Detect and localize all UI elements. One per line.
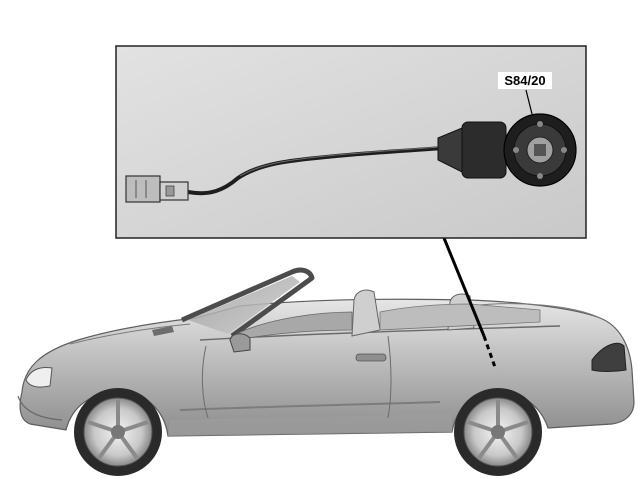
car-hood-line bbox=[69, 323, 191, 345]
car-sill bbox=[168, 414, 452, 436]
component-label: S84/20 bbox=[504, 73, 545, 88]
tail-light bbox=[591, 342, 627, 372]
interior-dash bbox=[235, 311, 353, 341]
interior-cabin bbox=[379, 303, 541, 331]
front-seat bbox=[351, 289, 381, 337]
rear-wheel bbox=[454, 388, 542, 476]
label-pointer bbox=[525, 89, 533, 115]
windshield-frame bbox=[181, 267, 315, 339]
detail-inset: S84/20 bbox=[115, 45, 587, 239]
windshield-glass bbox=[188, 276, 300, 334]
car-side-trim bbox=[179, 401, 441, 411]
car-door-seam bbox=[201, 335, 392, 419]
cable bbox=[186, 146, 446, 196]
front-wheel bbox=[74, 388, 162, 476]
side-mirror bbox=[229, 333, 251, 353]
cable-highlight bbox=[239, 146, 441, 177]
front-bumper bbox=[17, 395, 63, 421]
leader-line bbox=[442, 237, 498, 371]
headlight bbox=[25, 367, 53, 388]
connector-plug bbox=[125, 175, 189, 203]
label-background bbox=[498, 72, 552, 89]
hood-vent bbox=[152, 326, 174, 336]
convertible-car bbox=[17, 267, 635, 476]
door-handle bbox=[355, 353, 387, 362]
switch-housing bbox=[437, 113, 577, 187]
rear-deck bbox=[469, 303, 601, 319]
